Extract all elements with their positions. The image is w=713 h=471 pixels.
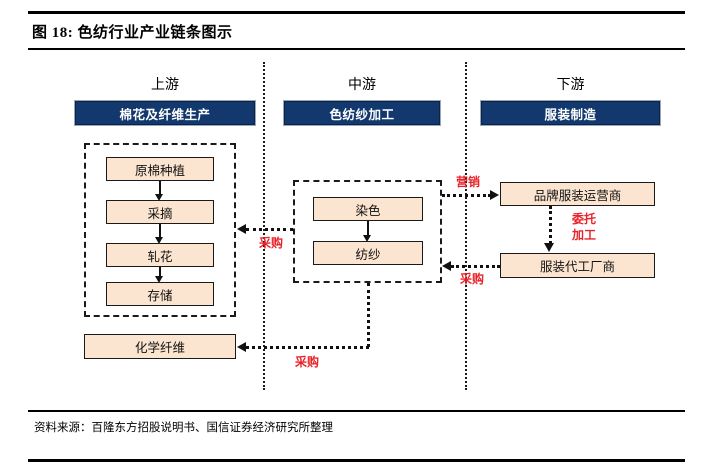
stage-label-midstream: 中游: [348, 78, 376, 93]
relation-label-procure-yarn: 采购: [459, 272, 484, 286]
relation-label-outsource-line2: 加工: [571, 228, 596, 242]
box-cotton-planting: 原棉种植: [106, 157, 214, 181]
flow-picking-to-ginning-arrow: [155, 237, 163, 244]
connector-marketing-arrow: [490, 190, 499, 200]
relation-label-marketing: 营销: [455, 175, 480, 189]
figure-title: 图 18: 色纺行业产业链条图示: [32, 25, 233, 41]
stage-bar-midstream: 色纺纱加工: [284, 101, 440, 125]
connector-marketing: [442, 194, 491, 197]
flow-dyeing-to-spinning: [367, 221, 369, 237]
box-cotton-storage: 存储: [106, 282, 214, 306]
figure-source: 资料来源：百隆东方招股说明书、国信证券经济研究所整理: [34, 422, 333, 434]
flow-ginning-to-storage: [159, 267, 161, 278]
box-spinning: 纺纱: [313, 241, 423, 265]
connector-outsource: [549, 206, 552, 244]
box-cotton-picking: 采摘: [106, 200, 214, 224]
flow-ginning-to-storage-arrow: [155, 276, 163, 283]
bottom-rule: [28, 459, 685, 462]
stage-label-upstream: 上游: [151, 78, 179, 93]
box-apparel-oem: 服装代工厂商: [500, 253, 655, 278]
relation-label-procure-fiber: 采购: [294, 355, 319, 369]
flow-planting-to-picking: [159, 181, 161, 196]
stage-bar-downstream: 服装制造: [481, 101, 660, 125]
connector-procure-yarn-arrow: [442, 261, 451, 271]
midstream-group-frame: [293, 180, 442, 283]
box-chemical-fiber: 化学纤维: [84, 334, 236, 359]
upstream-cotton-group-frame: [84, 143, 236, 317]
top-rule: [28, 11, 685, 14]
connector-procure-fiber-arrow: [237, 342, 246, 352]
title-underline: [28, 48, 685, 50]
box-brand-apparel-operator: 品牌服装运营商: [500, 182, 655, 206]
flow-picking-to-ginning: [159, 224, 161, 239]
flow-dyeing-to-spinning-arrow: [363, 235, 371, 242]
connector-procure-fiber-horizontal: [246, 346, 369, 349]
stage-label-downstream: 下游: [556, 78, 585, 93]
connector-procure-cotton-arrow: [237, 224, 246, 234]
stage-bar-upstream: 棉花及纤维生产: [75, 101, 255, 125]
source-rule: [28, 410, 685, 412]
relation-label-outsource-line1: 委托: [571, 212, 596, 226]
relation-label-procure-cotton: 采购: [258, 236, 283, 250]
column-separator-midstream-downstream: [465, 62, 467, 390]
connector-procure-yarn: [451, 265, 500, 268]
connector-outsource-arrow: [544, 243, 554, 252]
column-separator-upstream-midstream: [263, 62, 265, 390]
box-dyeing: 染色: [313, 197, 423, 221]
box-cotton-ginning: 轧花: [106, 243, 214, 267]
connector-procure-fiber-vertical: [367, 283, 370, 347]
flow-planting-to-picking-arrow: [155, 194, 163, 201]
connector-procure-cotton: [246, 228, 293, 231]
